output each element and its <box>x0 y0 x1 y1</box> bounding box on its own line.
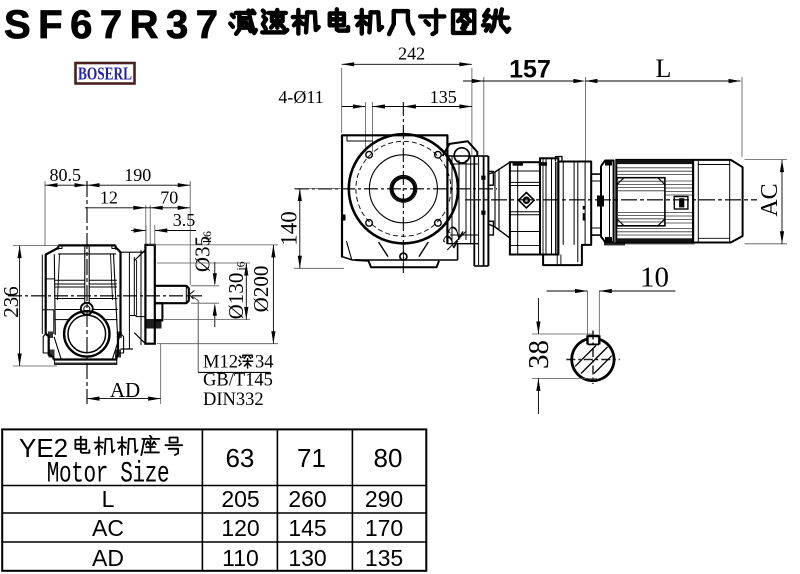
svg-text:130: 130 <box>288 545 326 571</box>
svg-text:4-Ø11: 4-Ø11 <box>278 87 323 107</box>
svg-text:YE2: YE2 <box>19 433 68 463</box>
svg-text:190: 190 <box>124 165 151 185</box>
svg-text:70: 70 <box>160 188 178 208</box>
svg-text:12: 12 <box>100 188 118 208</box>
svg-text:AD: AD <box>92 545 124 571</box>
svg-text:GB/T145: GB/T145 <box>203 371 273 391</box>
svg-text:157: 157 <box>509 56 551 84</box>
svg-text:SF67R37: SF67R37 <box>4 3 225 47</box>
svg-text:145: 145 <box>288 515 326 541</box>
svg-text:120: 120 <box>221 515 259 541</box>
svg-text:BOSERL: BOSERL <box>78 64 132 84</box>
svg-text:63: 63 <box>225 443 254 473</box>
svg-text:j6: j6 <box>234 261 248 271</box>
svg-text:135: 135 <box>365 545 403 571</box>
svg-text:L: L <box>102 486 115 512</box>
svg-text:34: 34 <box>255 353 274 373</box>
svg-text:AD: AD <box>110 378 140 402</box>
svg-text:110: 110 <box>222 545 259 571</box>
svg-text:71: 71 <box>297 443 326 473</box>
svg-text:242: 242 <box>398 44 425 64</box>
svg-text:k6: k6 <box>200 231 214 243</box>
svg-text:Ø130: Ø130 <box>224 273 248 320</box>
svg-text:Ø200: Ø200 <box>249 266 273 313</box>
svg-text:38: 38 <box>523 340 555 369</box>
svg-text:260: 260 <box>288 486 326 512</box>
svg-text:M12: M12 <box>203 353 238 373</box>
svg-text:170: 170 <box>365 515 403 541</box>
svg-text:290: 290 <box>365 486 403 512</box>
svg-text:AC: AC <box>92 515 124 541</box>
svg-text:Motor Size: Motor Size <box>47 457 169 491</box>
svg-text:DIN332: DIN332 <box>203 390 264 410</box>
svg-text:135: 135 <box>430 87 457 107</box>
svg-text:205: 205 <box>221 486 259 512</box>
svg-text:10: 10 <box>640 262 669 294</box>
svg-text:140: 140 <box>277 211 302 246</box>
svg-text:80.5: 80.5 <box>50 165 82 185</box>
svg-text:AC: AC <box>757 183 783 216</box>
svg-text:3.5: 3.5 <box>173 210 196 230</box>
svg-text:236: 236 <box>0 286 23 318</box>
svg-text:80: 80 <box>374 443 403 473</box>
svg-text:Ø35: Ø35 <box>191 236 215 272</box>
svg-text:L: L <box>656 54 672 83</box>
